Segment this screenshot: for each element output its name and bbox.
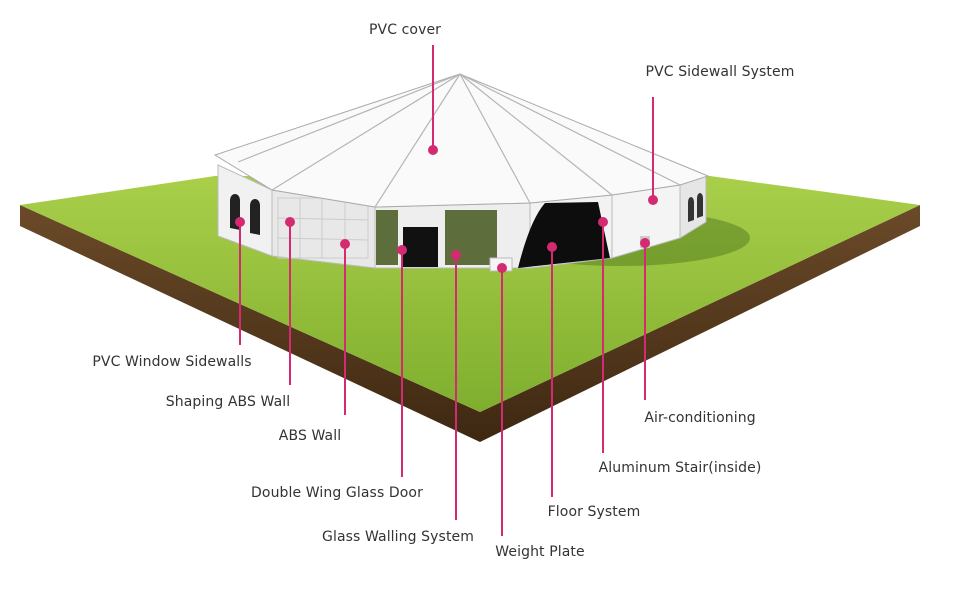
label-pvc-cover: PVC cover	[368, 22, 442, 38]
label-weight-plate: Weight Plate	[495, 544, 585, 560]
label-double-wing-glass-door: Double Wing Glass Door	[251, 485, 423, 501]
label-air-conditioning: Air-conditioning	[644, 410, 756, 426]
label-shaping-abs-wall: Shaping ABS Wall	[165, 394, 291, 410]
label-abs-wall: ABS Wall	[278, 428, 342, 444]
label-floor-system: Floor System	[547, 504, 641, 520]
label-pvc-sidewall-system: PVC Sidewall System	[645, 64, 795, 80]
tent	[213, 73, 710, 272]
label-aluminum-stair: Aluminum Stair(inside)	[598, 460, 762, 476]
label-glass-walling-system: Glass Walling System	[322, 529, 474, 545]
callout-lines	[235, 45, 658, 536]
label-pvc-window-sidewalls: PVC Window Sidewalls	[92, 354, 252, 370]
